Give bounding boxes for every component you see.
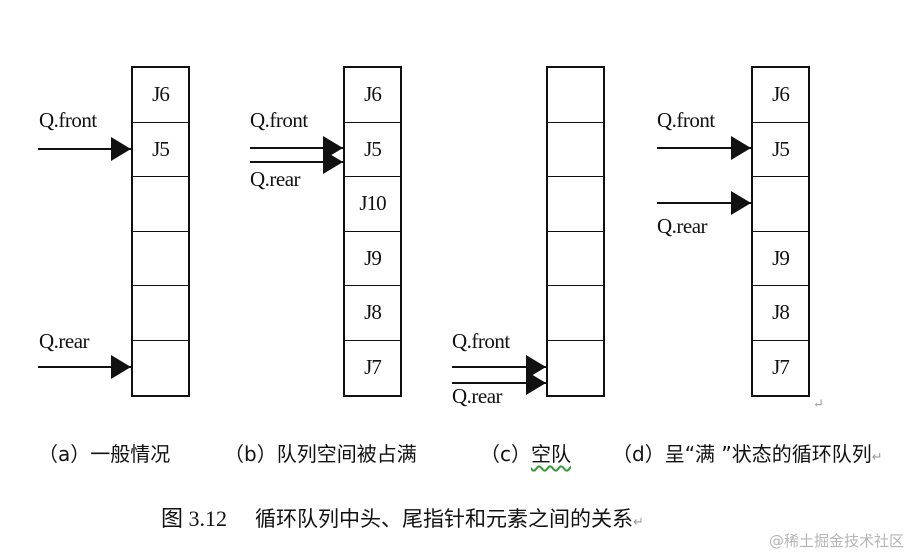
caption-d: （d）呈“满 ”状态的循环队列↵ [612,444,883,464]
figure-caption-text: 循环队列中头、尾指针和元素之间的关系 [255,507,634,531]
queue-cell: J7 [364,355,382,380]
caption-a: （a）一般情况 [38,442,171,466]
front-label-b: Q.front [250,108,308,132]
paragraph-mark: ↵ [633,515,644,530]
front-label-c: Q.front [452,329,510,353]
queue-d: J6 J5 J9 J8 J7 [751,66,810,397]
queue-cell: J6 [345,68,400,123]
caption-c-text: 空队 [531,442,571,466]
queue-c [546,66,605,397]
queue-cell: J8 [753,286,808,341]
caption-b: （b）队列空间被占满 [224,442,417,466]
queue-cell: J10 [345,177,400,232]
queue-cell [548,286,603,341]
queue-cell [548,68,603,123]
rear-label-b: Q.rear [250,167,301,191]
rear-label-a: Q.rear [39,329,90,353]
queue-cell: J9 [345,232,400,286]
queue-cell [133,341,188,396]
queue-cell: J6 [133,68,188,123]
queue-cell [133,286,188,341]
queue-cell: J6 [753,68,808,123]
caption-d-text: （d）呈“满 ”状态的循环队列 [612,442,872,466]
rear-label-c: Q.rear [452,384,503,408]
caption-c: （c）空队 [480,444,571,464]
paragraph-mark: ↵ [871,450,883,465]
watermark: @稀土掘金技术社区 [768,532,904,550]
queue-cell [548,341,603,396]
queue-cell [133,177,188,232]
queue-cell [548,123,603,177]
queue-cell: J8 [345,286,400,341]
rear-label-d: Q.rear [657,214,708,238]
queue-cell: J5 [133,123,188,177]
caption-c-prefix: （c） [480,442,531,466]
queue-cell: J5 [345,123,400,177]
figure-number: 图 3.12 [161,506,228,531]
queue-cell: J5 [753,123,808,177]
paragraph-mark: ↵ [813,396,824,411]
queue-cell: J9 [753,232,808,286]
queue-b: J6 J5 J10 J9 J8 J7 [343,66,402,397]
queue-a: J6 J5 [131,66,190,397]
queue-cell [753,177,808,232]
queue-cell [548,232,603,286]
queue-cell: J7 [772,355,790,380]
figure-caption: 图 3.12 循环队列中头、尾指针和元素之间的关系↵ [155,508,644,530]
front-label-d: Q.front [657,108,715,132]
queue-cell [133,232,188,286]
queue-cell [548,177,603,232]
front-label-a: Q.front [39,108,97,132]
